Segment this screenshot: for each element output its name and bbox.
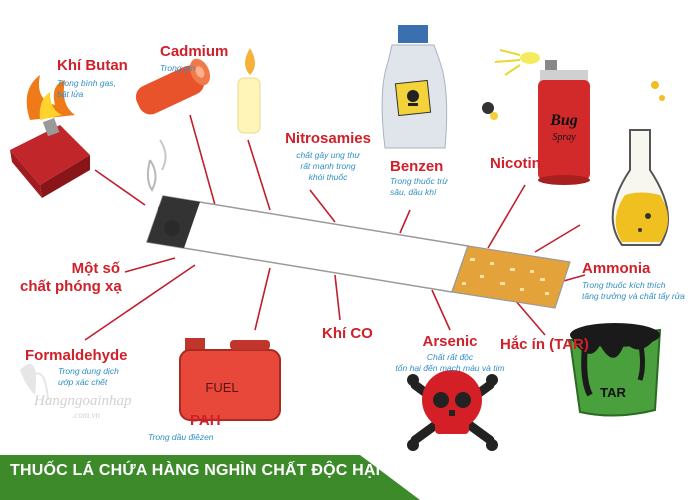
label-nitrosamies: Nitrosamies: [285, 130, 371, 147]
tar-text: TAR: [600, 385, 626, 400]
desc-arsenic-1: Chất rất độc: [426, 352, 474, 362]
bottle-icon: [381, 25, 448, 149]
label-butan: Khí Butan: [57, 57, 128, 74]
flask-icon: [611, 81, 669, 246]
label-phongxa-2: chất phóng xạ: [20, 278, 122, 295]
desc-benzen-2: sâu, dầu khí: [390, 187, 437, 197]
desc-cadmium: Trong pin: [160, 63, 196, 73]
tar-bucket-icon: TAR: [568, 323, 662, 417]
cigarette: [145, 139, 571, 309]
label-khico: Khí CO: [322, 325, 373, 342]
desc-benzen-1: Trong thuốc trừ: [390, 176, 448, 186]
label-pah: PAH: [190, 412, 221, 429]
fuel-text: FUEL: [205, 380, 238, 395]
label-phongxa-1: Một số: [71, 260, 120, 277]
lighter-icon: [10, 75, 90, 198]
desc-arsenic-2: tổn hại đến mạch máu và tim: [395, 363, 505, 373]
watermark-logo: [20, 363, 49, 401]
desc-nitrosamies-3: khói thuốc: [308, 172, 348, 182]
connector-lines: [84, 114, 586, 341]
candle-icon: [237, 48, 261, 134]
battery-icon: [135, 58, 211, 115]
label-arsenic: Arsenic: [422, 333, 478, 350]
desc-pah: Trong dầu điêzen: [148, 432, 214, 442]
desc-nitrosamies-1: chất gây ung thư: [296, 150, 360, 160]
desc-butan-1: Trong bình gas,: [57, 78, 116, 88]
desc-formaldehyde-1: Trong dung dịch: [58, 366, 119, 376]
spray-subtext: Spray: [552, 132, 576, 143]
watermark-domain: .com.vn: [72, 410, 100, 420]
desc-formaldehyde-2: ướp xác chết: [58, 377, 108, 387]
desc-ammonia-1: Trong thuốc kích thích: [582, 280, 666, 290]
spray-can-icon: Bug Spray: [482, 49, 590, 185]
watermark-text: Hangngoainhap: [34, 393, 132, 409]
phone-number: 0935 889 770: [12, 439, 86, 451]
label-benzen: Benzen: [390, 158, 444, 175]
desc-nitrosamies-2: rất mạnh trong: [300, 161, 356, 171]
footer-banner: [0, 455, 420, 500]
label-cadmium: Cadmium: [160, 43, 229, 60]
label-hacin: Hắc ín (TAR): [500, 336, 589, 353]
label-formaldehyde: Formaldehyde: [25, 347, 128, 364]
label-nicotin: Nicotin: [490, 155, 541, 172]
skull-icon: [407, 370, 498, 451]
desc-ammonia-2: tăng trưởng và chất tẩy rửa: [582, 291, 685, 301]
desc-butan-2: bật lửa: [57, 89, 84, 99]
spray-text: Bug: [549, 112, 578, 129]
label-ammonia: Ammonia: [582, 260, 651, 277]
footer-title: THUỐC LÁ CHỨA HÀNG NGHÌN CHẤT ĐỘC HẠI: [10, 462, 381, 479]
fuel-can-icon: FUEL: [179, 338, 281, 421]
